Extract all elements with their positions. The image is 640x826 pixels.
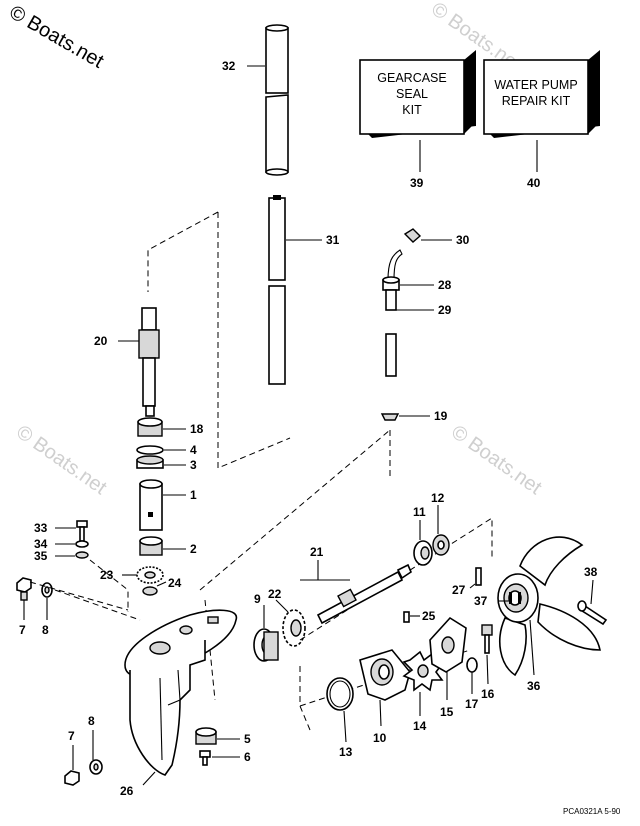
callout-15: 15 — [440, 705, 454, 719]
part-19-grommet — [380, 413, 400, 421]
callout-31: 31 — [326, 233, 340, 247]
part-36-propeller — [497, 536, 601, 677]
callout-18: 18 — [190, 422, 204, 436]
callout-11: 11 — [413, 505, 426, 519]
part-25-pin — [403, 611, 410, 623]
part-21-propeller-shaft — [316, 563, 412, 625]
callout-14: 14 — [413, 719, 427, 733]
part-29-tube — [385, 289, 397, 377]
drawing-code: PCA0321A 5-90 — [563, 807, 621, 816]
part-6-screw — [199, 750, 211, 766]
part-26-gearcase — [124, 609, 237, 776]
part-28-grommet — [382, 276, 400, 291]
callout-12: 12 — [431, 491, 445, 505]
callout-29: 29 — [438, 303, 452, 317]
part-1-bushing — [139, 479, 163, 531]
callout-38: 38 — [584, 565, 598, 579]
part-22-gear — [282, 609, 306, 647]
callout-13: 13 — [339, 745, 353, 759]
water-pump-kit-line-1: WATER PUMP — [494, 78, 577, 92]
callout-28: 28 — [438, 278, 452, 292]
part-15-plate — [429, 616, 467, 673]
part-7-bolt-lower — [64, 770, 80, 786]
callout-20: 20 — [94, 334, 108, 348]
callout-35: 35 — [34, 549, 48, 563]
callout-7-lower: 7 — [68, 729, 75, 743]
callout-10: 10 — [373, 731, 387, 745]
part-27-pin — [475, 567, 482, 586]
water-pump-kit-line-2: REPAIR KIT — [502, 94, 571, 108]
callout-16: 16 — [481, 687, 495, 701]
callout-3: 3 — [190, 458, 197, 472]
part-30-grommet — [403, 228, 422, 243]
part-7-bolt-upper — [16, 577, 32, 601]
callout-21: 21 — [310, 545, 324, 559]
watermark-faint-mid-right: © Boats.net — [447, 421, 546, 499]
part-8-washer-lower — [89, 759, 103, 775]
part-34-washer — [75, 540, 89, 548]
callout-8-lower: 8 — [88, 714, 95, 728]
callout-1: 1 — [190, 488, 197, 502]
callout-7-upper: 7 — [19, 623, 26, 637]
gearcase-kit-line-2: SEAL — [396, 87, 428, 101]
callout-27: 27 — [452, 583, 466, 597]
part-24-nut — [142, 586, 158, 596]
part-13-o-ring — [326, 677, 354, 711]
part-3-washer — [136, 455, 164, 469]
part-2-bearing — [139, 536, 163, 556]
part-18-bearing — [137, 417, 163, 437]
callout-37: 37 — [474, 594, 488, 608]
callout-23: 23 — [100, 568, 114, 582]
callout-22: 22 — [268, 587, 282, 601]
watermark-faint-mid-left: © Boats.net — [12, 421, 111, 499]
part-23-gear — [136, 566, 164, 584]
callout-36: 36 — [527, 679, 541, 693]
gearcase-seal-kit-box — [359, 50, 476, 138]
callout-17: 17 — [465, 697, 479, 711]
part-35-washer — [75, 551, 89, 559]
part-5-plug — [195, 727, 217, 745]
water-pump-kit-box — [483, 50, 600, 138]
part-9-bearing — [253, 628, 279, 662]
gearcase-kit-line-1: GEARCASE — [377, 71, 446, 85]
callout-40: 40 — [527, 176, 541, 190]
callout-39: 39 — [410, 176, 424, 190]
callout-30: 30 — [456, 233, 470, 247]
callout-4: 4 — [190, 443, 197, 457]
part-8-washer-upper — [41, 582, 53, 598]
callout-25: 25 — [422, 609, 436, 623]
part-16-screw — [481, 624, 493, 654]
part-20-shaft — [138, 307, 160, 417]
callout-8-upper: 8 — [42, 623, 49, 637]
callout-6: 6 — [244, 750, 251, 764]
part-12-seal — [432, 534, 450, 556]
part-31-drive-shaft — [268, 195, 286, 385]
callout-24: 24 — [168, 576, 182, 590]
callout-34: 34 — [34, 537, 48, 551]
callout-2: 2 — [190, 542, 197, 556]
callout-9: 9 — [254, 592, 261, 606]
callout-26: 26 — [120, 784, 134, 798]
part-32-tube — [265, 24, 289, 176]
part-11-bearing — [413, 540, 433, 566]
callout-19: 19 — [434, 409, 448, 423]
callout-33: 33 — [34, 521, 48, 535]
part-10-pump-housing — [359, 649, 411, 701]
part-33-screw — [76, 520, 88, 542]
callout-32: 32 — [222, 59, 236, 73]
callout-5: 5 — [244, 732, 251, 746]
part-4-clip — [136, 445, 164, 455]
part-17-washer — [466, 657, 478, 673]
watermark-main: © Boats.net — [6, 1, 108, 73]
part-38-cotter-pin — [577, 600, 608, 626]
gearcase-kit-line-3: KIT — [402, 103, 422, 117]
